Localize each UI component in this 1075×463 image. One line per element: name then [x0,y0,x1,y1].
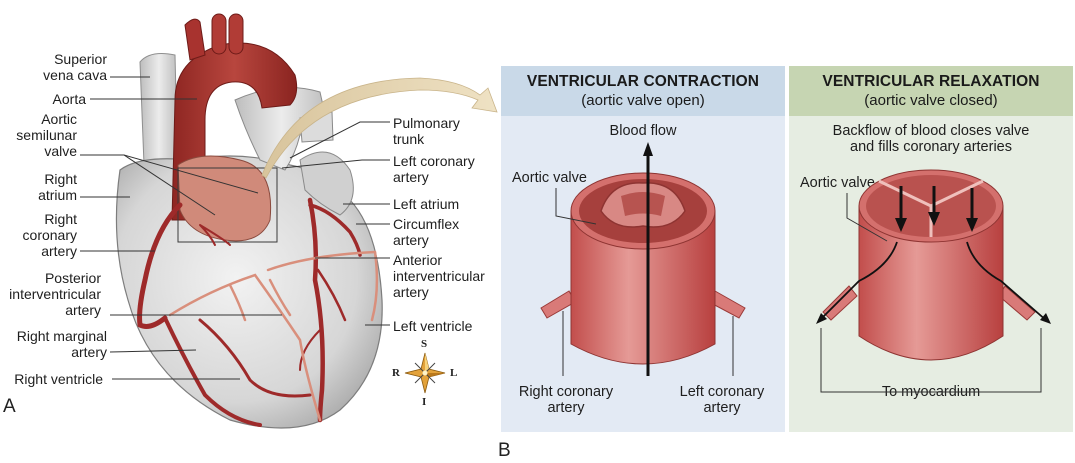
label-left-atrium: Left atrium [393,196,460,212]
label-aorta: Aorta [52,91,86,107]
aortic-valve-label-closed: Aortic valve [800,175,875,191]
right-coronary-artery-shape [137,202,183,329]
circumflex-artery-shape [308,203,362,257]
anterior-interventricular-artery-shape [307,197,325,423]
coronary-arteries [137,197,362,427]
right-coronary-stub-closed [822,285,858,321]
contraction-subtitle: (aortic valve open) [581,92,705,109]
contraction-title: VENTRICULAR CONTRACTION [526,73,760,90]
compass-right: R [392,367,400,379]
contraction-header: VENTRICULAR CONTRACTION (aortic valve op… [501,66,785,116]
closed-valve-illustration [816,169,1051,393]
brachiocephalic-branch [184,18,206,61]
right-coronary-stub [540,290,576,319]
open-valve-illustration [540,142,746,376]
compass-inferior: I [422,396,427,408]
relaxation-subtitle: (aortic valve closed) [864,92,998,109]
blood-flow-label: Blood flow [609,123,677,139]
closed-cusps [878,179,984,237]
relaxation-header: VENTRICULAR RELAXATION (aortic valve clo… [789,66,1073,116]
left-coronary-stub-closed [998,285,1036,321]
relaxation-panel: VENTRICULAR RELAXATION (aortic valve clo… [789,66,1073,432]
label-left-ventricle: Left ventricle [393,318,473,334]
panel-letter-b: B [498,440,511,461]
pointer-arrow [261,77,498,179]
label-right-ventricle: Right ventricle [14,371,103,387]
compass-superior: S [421,338,428,350]
compass-left: L [450,367,458,379]
compass-rose-icon [404,352,446,394]
backflow-arrows [895,186,978,232]
to-myocardium-bracket [820,328,1042,393]
contraction-panel: VENTRICULAR CONTRACTION (aortic valve op… [501,66,785,432]
panel-letter-a: A [3,396,16,417]
relaxation-title: VENTRICULAR RELAXATION [822,73,1040,90]
aortic-valve-label-open: Aortic valve [512,170,587,186]
